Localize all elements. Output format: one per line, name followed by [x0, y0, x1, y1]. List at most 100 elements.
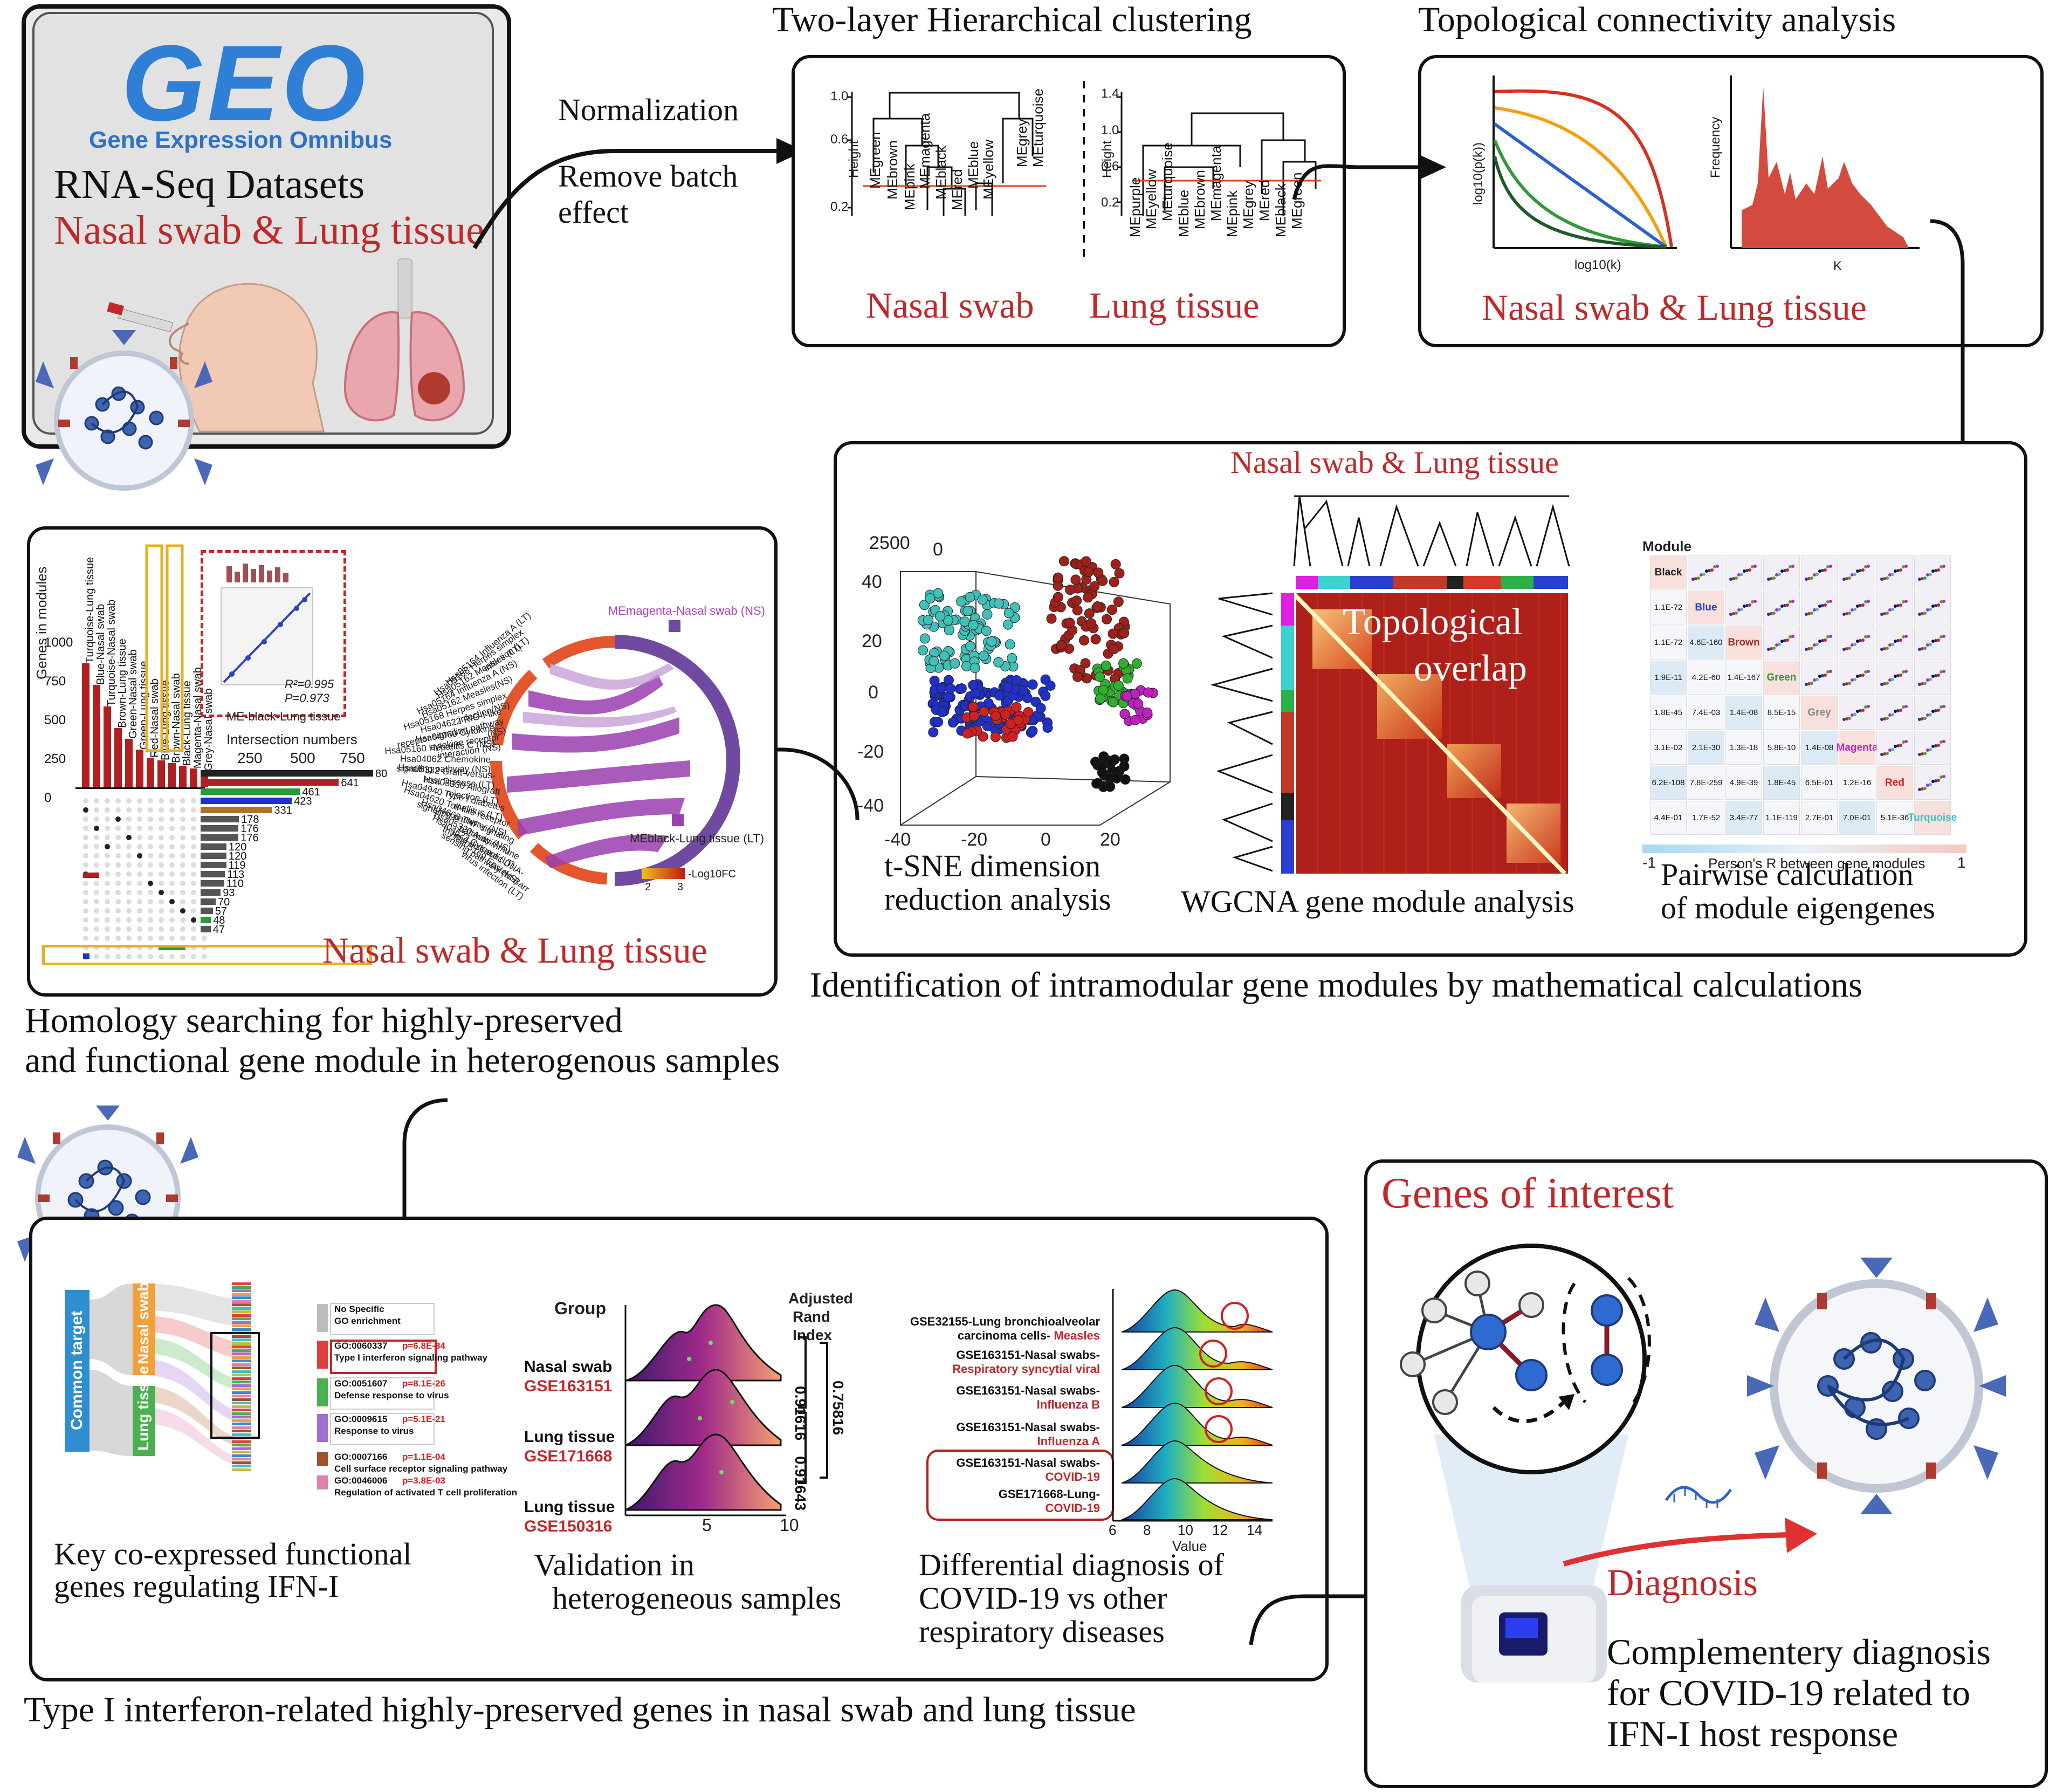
tsne-point: [968, 679, 979, 690]
tsne-point: [1065, 585, 1076, 595]
matrix-scatter-dot: [1937, 603, 1940, 607]
matrix-scatter-dot: [1815, 573, 1819, 576]
matrix-scatter-dot: [1851, 713, 1854, 717]
left-leaf-label: MEblue: [965, 141, 981, 189]
ridge-ari-1: Adjusted: [788, 1290, 853, 1307]
matrix-scatter-dot: [1861, 709, 1865, 712]
upset-matrix-dot: [137, 807, 142, 813]
matrix-scatter-dot: [1778, 643, 1781, 646]
intersection-value: 48: [213, 915, 225, 926]
upset-matrix-dot: [191, 926, 196, 932]
upset-y-tick: 750: [44, 674, 66, 689]
matrix-scatter-dot: [1896, 604, 1900, 607]
matrix-cell: Blue: [1688, 591, 1724, 624]
matrix-scatter-dot: [1861, 674, 1865, 677]
matrix-scatter-dot: [1929, 573, 1932, 576]
tsne-point: [1119, 761, 1130, 772]
gene-cell: [232, 1423, 251, 1425]
intersection-value: 110: [226, 878, 244, 890]
diff-row-name: COVID-19: [1045, 1470, 1100, 1484]
intersection-bar: [201, 871, 225, 877]
upset-matrix-dot: [83, 816, 88, 822]
matrix-scatter-dot: [1886, 752, 1889, 755]
matrix-scatter-dot: [1891, 573, 1894, 576]
intersection-label: Intersection numbers: [226, 731, 357, 747]
inset-p: P=0.973: [285, 691, 329, 705]
matrix-cell: 4.6E-160: [1688, 626, 1724, 660]
matrix-scatter-dot: [1740, 573, 1743, 576]
matrix-cell: [1876, 626, 1913, 660]
gene-cell: [232, 1338, 251, 1341]
go-term-name: GO enrichment: [334, 1316, 401, 1326]
matrix-scatter-dot: [1824, 674, 1827, 677]
matrix-scatter-dot: [1899, 568, 1902, 572]
matrix-scatter-dot: [1851, 643, 1854, 647]
matrix-scatter-dot: [1934, 709, 1937, 712]
upset-matrix-dot: [83, 926, 88, 932]
diff-x-tick: 6: [1109, 1522, 1117, 1538]
go-term-name: Type I interferon signaling pathway: [334, 1352, 488, 1363]
upset-matrix-dot: [94, 926, 99, 932]
gene-cell: [232, 1335, 251, 1338]
upset-active-dot: [126, 835, 132, 840]
tsne-point: [1109, 643, 1119, 654]
left-leaf-label: MEturquoise: [1030, 88, 1046, 167]
gene-cell: [232, 1324, 251, 1327]
upset-matrix-dot: [126, 936, 132, 941]
matrix-scatter-dot: [1737, 573, 1741, 576]
tsne-point: [1070, 574, 1081, 585]
matrix-cell: [1839, 591, 1875, 624]
tsne-caption-1: t-SNE dimension: [884, 848, 1101, 883]
upset-matrix-dot: [169, 926, 175, 932]
ari-value-3: 0.91643: [792, 1456, 809, 1511]
matrix-scatter-dot: [1751, 600, 1754, 603]
matrix-scatter-dot: [1829, 600, 1832, 603]
upset-matrix-dot: [191, 881, 196, 886]
matrix-pvalue: 8.5E-15: [1767, 708, 1796, 717]
upset-matrix-dot: [83, 862, 88, 868]
tsne-point: [950, 658, 960, 669]
tsne-point: [1005, 639, 1015, 650]
matrix-scatter-dot: [1923, 647, 1927, 650]
diagnosis-arrow: [1563, 1518, 1817, 1567]
gene-cell: [232, 1458, 251, 1460]
sankey-flows: [90, 1283, 251, 1467]
ridge-ari-2: Rand: [793, 1308, 830, 1325]
upset-matrix-dot: [159, 807, 164, 813]
matrix-cell: [1801, 661, 1838, 695]
upset-matrix-dot: [137, 844, 142, 849]
matrix-scatter-dot: [1805, 578, 1808, 581]
matrix-scatter-dot: [1934, 779, 1937, 782]
matrix-scatter-dot: [1886, 612, 1889, 615]
matrix-scatter-dot: [1745, 604, 1749, 607]
matrix-pvalue: 7.0E-01: [1842, 813, 1872, 822]
matrix-scatter-dot: [1937, 568, 1940, 572]
matrix-scatter-dot: [1851, 573, 1854, 576]
matrix-pvalue: 7.8E-259: [1689, 778, 1723, 787]
matrix-diagonal-label: Black: [1654, 566, 1682, 578]
matrix-scatter-dot: [1921, 612, 1924, 615]
matrix-scatter-dot: [1710, 568, 1714, 572]
intersection-bar: [201, 908, 213, 914]
matrix-cell: [1801, 591, 1838, 624]
tsne-point: [935, 611, 946, 622]
matrix-scatter-dot: [1902, 635, 1905, 638]
matrix-scatter-dot: [1940, 740, 1943, 744]
gene-cell: [232, 1447, 251, 1450]
gene-cell: [232, 1345, 251, 1348]
upset-matrix-dot: [191, 853, 196, 859]
matrix-scatter-dot: [1902, 740, 1905, 744]
tsne-point: [1095, 671, 1105, 682]
matrix-scatter-dot: [1931, 710, 1935, 713]
upset-matrix-dot: [105, 862, 110, 868]
clust-tick-l3: 0.2: [830, 200, 849, 214]
tsne-point: [990, 732, 1001, 743]
matrix-scatter-dot: [1826, 670, 1830, 674]
tsne-point: [978, 650, 989, 661]
tsne-point: [1011, 675, 1022, 685]
matrix-scatter-dot: [1880, 613, 1883, 616]
upset-matrix-dot: [191, 945, 196, 950]
tsne-point: [968, 702, 979, 712]
matrix-scatter-dot: [1902, 705, 1905, 709]
matrix-scatter-dot: [1753, 600, 1757, 603]
